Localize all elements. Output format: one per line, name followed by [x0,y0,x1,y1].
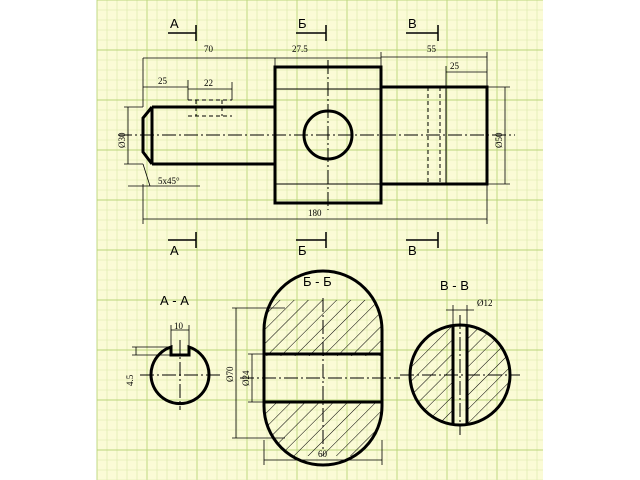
dim-25-right: 25 [450,61,460,71]
main-view: 70 27.5 55 25 22 25 Ø30 Ø50 5x45° 180 [117,44,515,224]
dim-dia-50: Ø50 [494,132,504,148]
dim-chamfer: 5x45° [158,176,180,186]
section-aa: А - А 10 4.5 [125,293,220,410]
section-aa-axes [140,340,220,410]
dim-dia-30: Ø30 [117,132,127,148]
right-shaft-outline [381,85,489,186]
dim-27-5: 27.5 [292,44,308,54]
dim-55: 55 [427,44,437,54]
dim-depth-4-5: 4.5 [125,374,135,386]
dim-60: 60 [318,449,328,459]
section-bb-title: Б - Б [303,274,332,289]
section-bb-outline [262,269,384,467]
dim-dia-24: Ø24 [241,370,251,386]
section-aa-title: А - А [160,293,189,308]
section-bb: Б - Б Ø70 Ø24 60 [225,269,400,467]
dim-70: 70 [204,44,214,54]
section-mark-b-top: Б [298,16,307,31]
section-mark-v-bottom: В [408,243,417,258]
section-mark-a-bottom: А [170,243,179,258]
section-mark-b-bottom: Б [298,243,307,258]
section-aa-outline [149,344,211,405]
section-vv-title: В - В [440,278,469,293]
keyway-hidden [188,99,232,117]
dim-25-left: 25 [158,76,168,86]
dim-180: 180 [308,208,322,218]
dim-22: 22 [204,78,213,88]
dim-dia-70: Ø70 [225,366,235,382]
dim-dia-12: Ø12 [477,298,493,308]
hole-hidden [427,87,441,184]
dimension-lines [124,52,510,224]
section-mark-a-top: А [170,16,179,31]
section-vv-axes [400,315,520,435]
section-mark-v-top: В [408,16,417,31]
left-shaft-outline [141,105,275,166]
section-bb-axes [240,298,400,450]
dim-keyway-10: 10 [174,321,184,331]
cutting-plane-marks [168,25,439,248]
